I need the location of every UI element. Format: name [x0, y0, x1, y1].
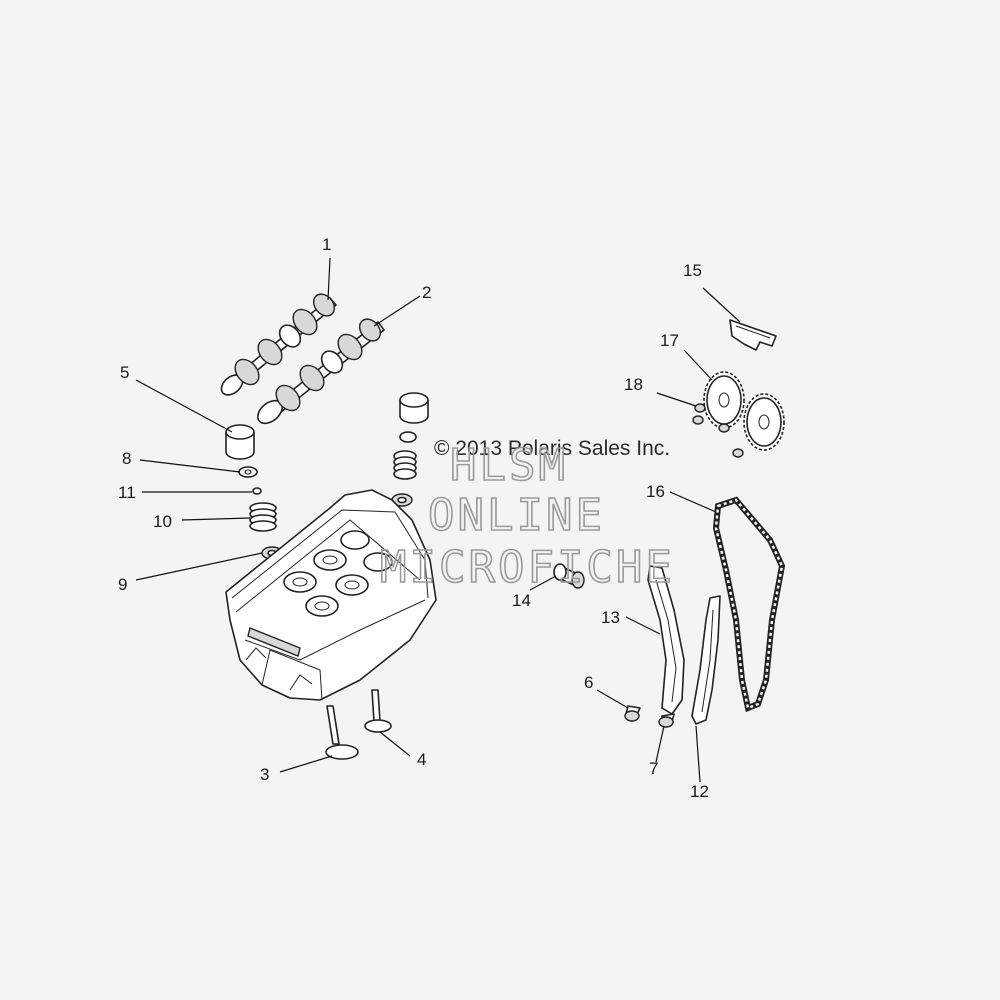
- spring-retainer-left[interactable]: [238, 466, 258, 478]
- cam-chain[interactable]: [712, 496, 786, 713]
- callout-16: 16: [646, 482, 665, 501]
- guide-bolt-7[interactable]: [658, 713, 675, 728]
- callout-4: 4: [417, 750, 426, 769]
- callout-1: 1: [322, 235, 331, 254]
- copyright-notice: © 2013 Polaris Sales Inc.: [434, 437, 670, 460]
- chain-guide-plate[interactable]: [729, 319, 777, 351]
- leader-lines: [135, 257, 741, 783]
- callout-18: 18: [624, 375, 643, 394]
- callout-17: 17: [660, 331, 679, 350]
- watermark-line-1: HLSM: [450, 440, 568, 491]
- callout-8: 8: [122, 449, 131, 468]
- callout-10: 10: [153, 512, 172, 531]
- valve-spring-left[interactable]: [249, 502, 277, 532]
- cam-sprocket-exhaust[interactable]: [743, 393, 785, 451]
- cam-sprocket-intake[interactable]: [703, 371, 745, 429]
- watermark-line-3: MICROFICHE: [380, 542, 675, 593]
- cylinder-head[interactable]: [225, 489, 437, 701]
- callout-9: 9: [118, 575, 127, 594]
- sprocket-bolt[interactable]: [692, 403, 744, 458]
- chain-guide-fixed[interactable]: [691, 595, 721, 725]
- chain-tensioner[interactable]: [553, 563, 585, 589]
- callout-7: 7: [649, 759, 658, 778]
- callout-14: 14: [512, 591, 531, 610]
- callout-15: 15: [683, 261, 702, 280]
- callout-13: 13: [601, 608, 620, 627]
- valve-spring-right[interactable]: [393, 450, 417, 480]
- valve-tappet-left[interactable]: [225, 424, 255, 460]
- callout-6: 6: [584, 673, 593, 692]
- camshaft-exhaust[interactable]: [253, 315, 385, 428]
- camshaft-intake[interactable]: [218, 290, 339, 399]
- intake-valve[interactable]: [325, 705, 359, 760]
- callout-2: 2: [422, 283, 431, 302]
- guide-bolt-6[interactable]: [624, 705, 641, 722]
- watermark-line-2: ONLINE: [428, 490, 605, 541]
- exhaust-valve[interactable]: [364, 689, 392, 733]
- callout-11: 11: [118, 483, 136, 502]
- valve-tappet-right[interactable]: [399, 392, 429, 424]
- valve-keeper-left[interactable]: [252, 487, 262, 495]
- callout-3: 3: [260, 765, 269, 784]
- callout-12: 12: [690, 782, 709, 801]
- callout-5: 5: [120, 363, 129, 382]
- spring-retainer-right[interactable]: [399, 431, 417, 443]
